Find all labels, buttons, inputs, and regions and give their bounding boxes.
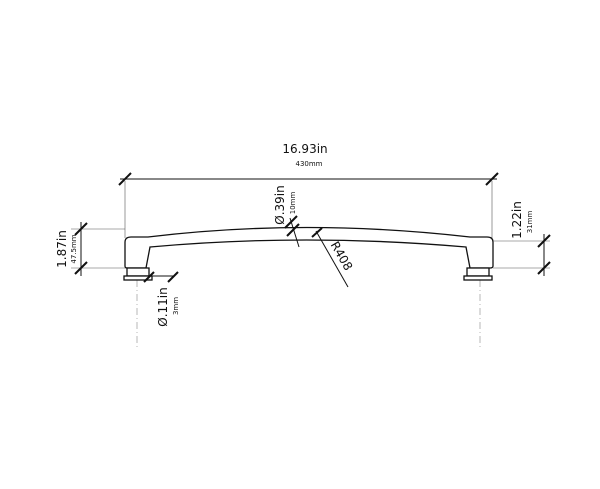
bar-diameter-metric: 10mm	[289, 192, 297, 215]
handle-height-imperial: 1.87in	[55, 230, 69, 268]
handle-bar	[124, 226, 494, 269]
end-height-dimension: 1.22in 31mm	[493, 201, 551, 276]
post-diameter-dimension: Ø.11in 3mm	[131, 271, 180, 327]
right-mounting-post	[466, 267, 490, 277]
bar-diameter-imperial: Ø.39in	[273, 185, 287, 224]
end-height-imperial: 1.22in	[510, 201, 524, 239]
handle-height-dimension: 1.87in 47.5mm	[55, 222, 125, 276]
arc-radius-label: R408	[328, 239, 356, 273]
bar-diameter-dimension: Ø.39in 10mm	[273, 185, 300, 248]
overall-length-dimension: 16.93in 430mm	[118, 142, 499, 238]
post-diameter-imperial: Ø.11in	[156, 287, 170, 326]
handle-body	[123, 226, 494, 281]
end-height-metric: 31mm	[526, 211, 534, 234]
handle-height-metric: 47.5mm	[70, 234, 78, 263]
post-diameter-metric: 3mm	[172, 297, 180, 315]
overall-length-metric: 430mm	[296, 160, 323, 168]
overall-length-imperial: 16.93in	[282, 142, 327, 156]
right-post-base	[463, 275, 493, 281]
left-mounting-post	[126, 267, 150, 277]
